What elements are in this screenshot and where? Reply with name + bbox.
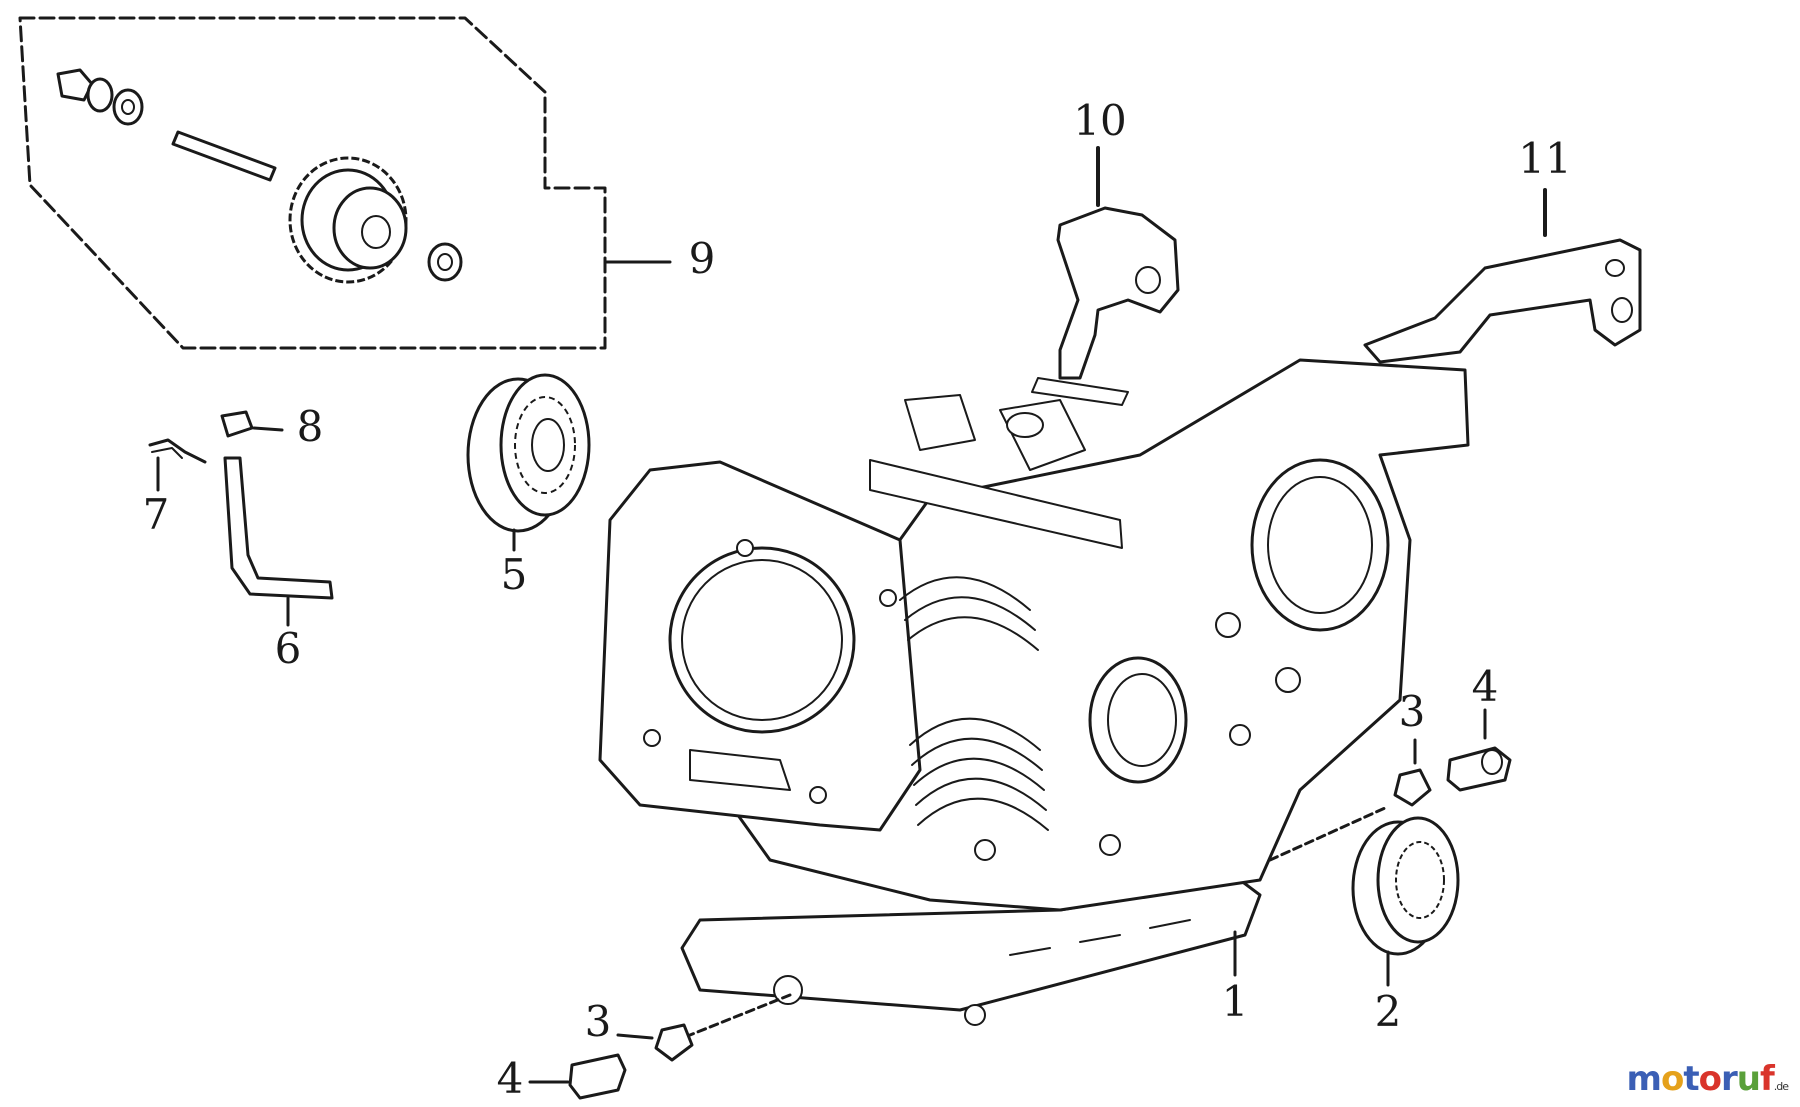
watermark-letter: t [1683, 1059, 1699, 1099]
callout-3-bottom: 3 [585, 997, 612, 1046]
callout-8: 8 [297, 402, 324, 451]
part-7-clip [148, 438, 207, 492]
part-5-ball-bearing [466, 373, 591, 552]
governor-gear [288, 156, 408, 284]
callout-5: 5 [501, 550, 528, 599]
watermark-letter: o [1698, 1059, 1722, 1099]
callout-4-bottom: 4 [497, 1054, 524, 1103]
watermark-suffix: .de [1773, 1080, 1789, 1093]
part-8-nut [220, 410, 284, 438]
part-1-crankcase [598, 358, 1470, 1026]
watermark-text: motoruf [1626, 1059, 1775, 1099]
callout-1: 1 [1222, 977, 1249, 1026]
part-10-bracket [1031, 146, 1180, 406]
watermark-letter: o [1660, 1059, 1684, 1099]
callout-10: 10 [1073, 96, 1126, 145]
part-11-bracket [1363, 188, 1642, 364]
callout-4-right: 4 [1472, 662, 1499, 711]
bottom-drain-bolt-assembly [528, 993, 792, 1100]
callout-7: 7 [143, 490, 170, 539]
watermark-letter: f [1759, 1059, 1775, 1099]
callout-2: 2 [1375, 987, 1402, 1036]
motoruf-watermark: motoruf.de [1626, 1059, 1789, 1099]
cooling-fins [899, 576, 1049, 831]
callout-6: 6 [275, 624, 302, 673]
watermark-letter: r [1720, 1059, 1738, 1099]
watermark-letter: u [1736, 1059, 1761, 1099]
part-2-oil-seal [1351, 816, 1460, 987]
right-drain-bolt-assembly [1268, 708, 1512, 862]
governor-gear-assembly [56, 68, 463, 284]
group-9-boundary [18, 16, 672, 350]
part-6-rod [223, 456, 334, 627]
callout-11: 11 [1518, 134, 1571, 183]
callout-9: 9 [689, 234, 716, 283]
watermark-letter: m [1626, 1059, 1662, 1099]
callout-3-right: 3 [1399, 687, 1426, 736]
